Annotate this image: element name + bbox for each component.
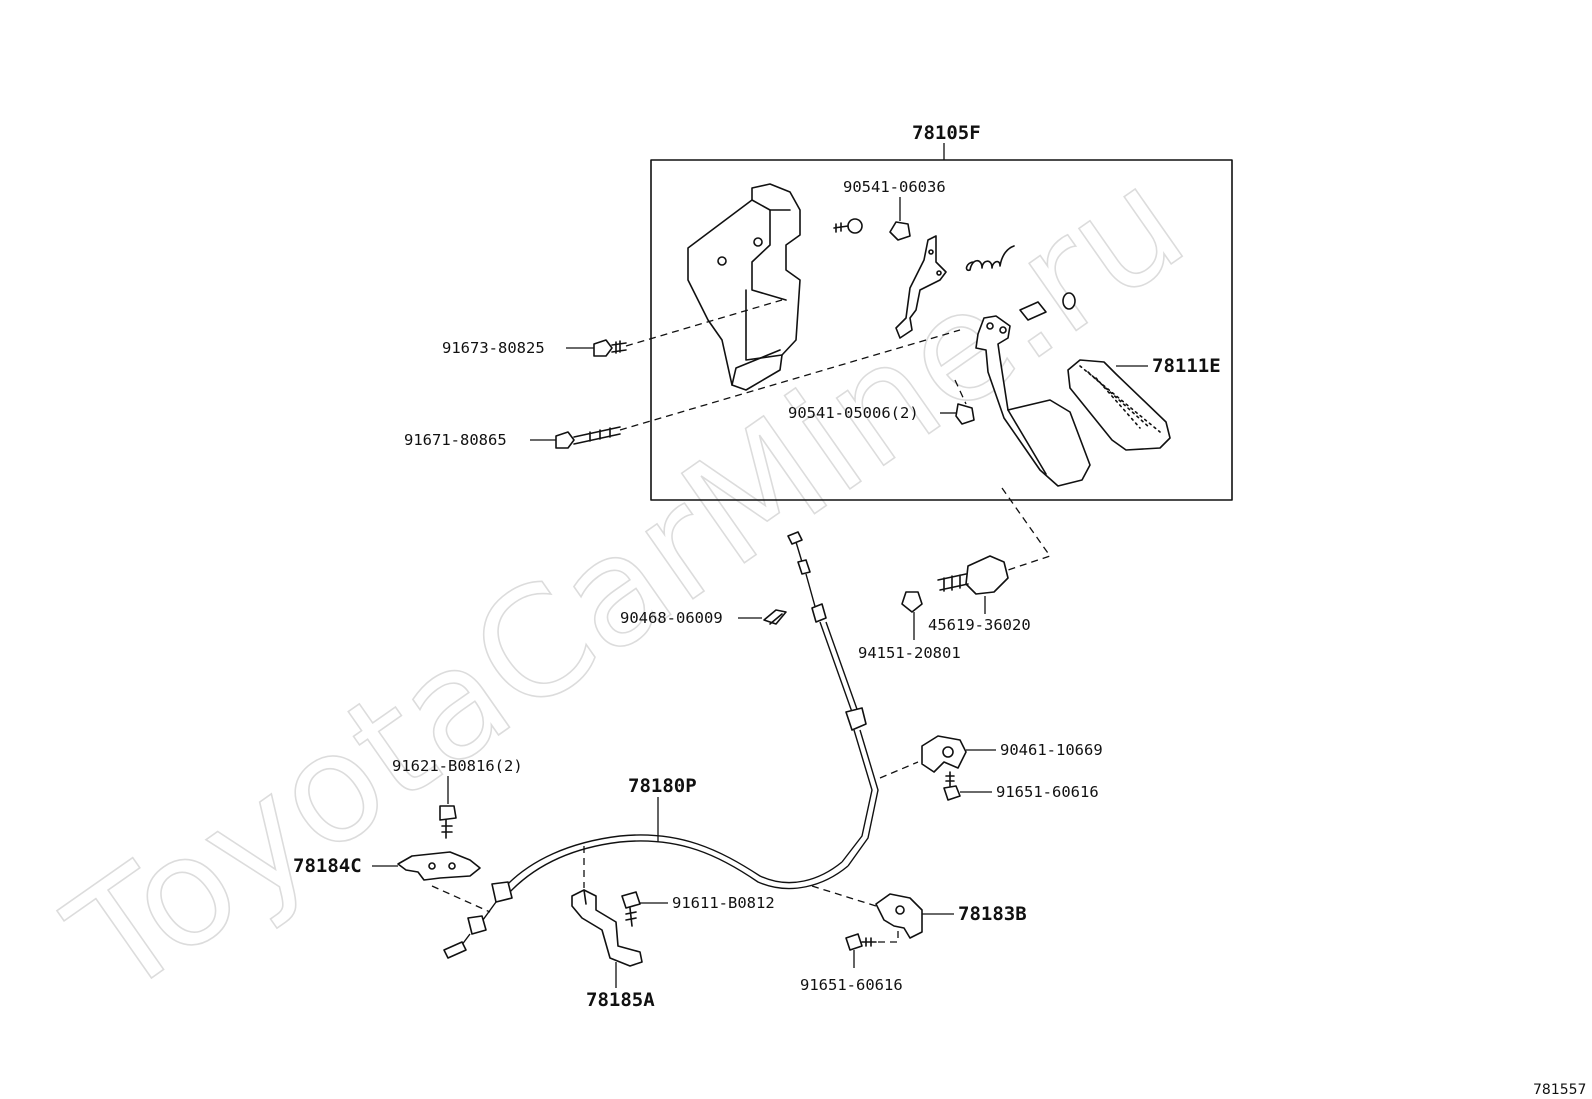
bolt-91621-B0816[interactable] [439, 805, 457, 839]
label-91651-60616-a[interactable]: 91651-60616 [996, 783, 1099, 801]
return-spring[interactable] [965, 245, 1015, 272]
bracket-78185A[interactable] [571, 889, 643, 967]
pedal-assembly-frame [650, 159, 1233, 501]
pedal-stopper-45619-36020[interactable] [937, 555, 1009, 595]
pedal-arm[interactable] [975, 315, 1091, 487]
label-91673-80825[interactable]: 91673-80825 [442, 339, 545, 357]
bolt-91651-60616-b[interactable] [845, 933, 877, 951]
clamp-90461-10669[interactable] [921, 735, 967, 773]
catalog-number: 781557 [1533, 1082, 1586, 1098]
bracket-78184C[interactable] [397, 851, 481, 881]
bolt-91611-B0812[interactable] [621, 891, 641, 927]
label-78105F[interactable]: 78105F [912, 122, 981, 144]
bracket-bolt[interactable] [833, 218, 863, 234]
label-91611-B0812[interactable]: 91611-B0812 [672, 894, 775, 912]
pedal-bracket[interactable] [687, 183, 801, 391]
label-90541-06036[interactable]: 90541-06036 [843, 178, 946, 196]
pivot-pin[interactable] [1019, 301, 1047, 321]
label-91651-60616-b[interactable]: 91651-60616 [800, 976, 903, 994]
pedal-pad-78111E[interactable] [1067, 359, 1171, 451]
nut-94151-20801[interactable] [901, 591, 923, 613]
label-90461-10669[interactable]: 90461-10669 [1000, 741, 1103, 759]
nut-90541-06036[interactable] [889, 221, 911, 241]
label-78183B[interactable]: 78183B [958, 903, 1027, 925]
accelerator-cable-78180P[interactable] [443, 531, 879, 959]
bolt-91651-60616-a[interactable] [943, 771, 961, 801]
bolt-91671-80865[interactable] [555, 426, 621, 449]
label-90468-06009[interactable]: 90468-06009 [620, 609, 723, 627]
label-78185A[interactable]: 78185A [586, 989, 655, 1011]
clamp-78183B[interactable] [875, 893, 923, 939]
label-94151-20801[interactable]: 94151-20801 [858, 644, 961, 662]
label-45619-36020[interactable]: 45619-36020 [928, 616, 1031, 634]
label-78184C[interactable]: 78184C [293, 855, 362, 877]
clip-90468-06009[interactable] [763, 609, 787, 625]
bolt-91673-80825[interactable] [593, 339, 627, 357]
label-78111E[interactable]: 78111E [1152, 355, 1221, 377]
label-91671-80865[interactable]: 91671-80865 [404, 431, 507, 449]
label-91621-B0816[interactable]: 91621-B0816(2) [392, 757, 523, 775]
cushion-90541-05006[interactable] [955, 403, 975, 425]
label-78180P[interactable]: 78180P [628, 775, 697, 797]
sensor-plate[interactable] [895, 235, 947, 339]
washer[interactable] [1062, 292, 1076, 310]
label-90541-05006[interactable]: 90541-05006(2) [788, 404, 919, 422]
